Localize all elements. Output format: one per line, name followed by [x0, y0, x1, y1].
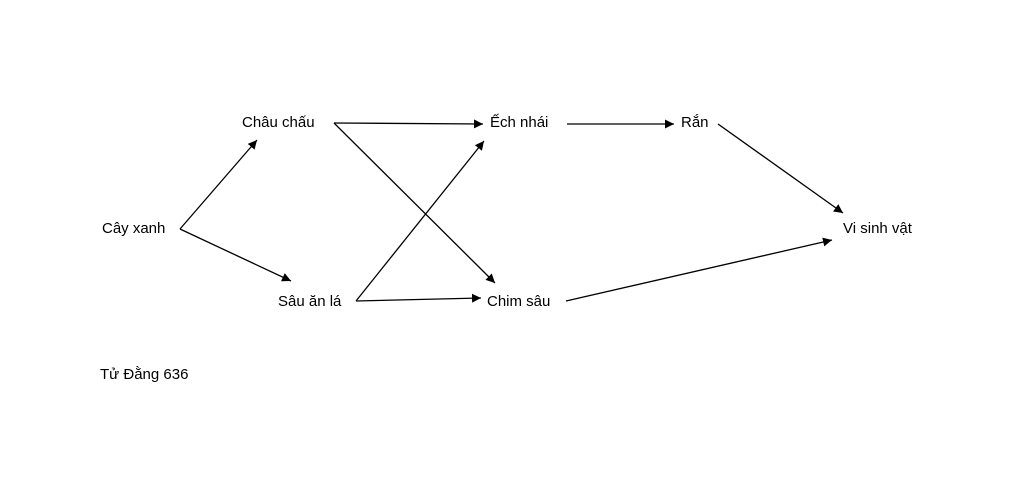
node-chau-chau: Châu chấu	[242, 114, 315, 131]
node-vi-sinh-vat: Vi sinh vật	[843, 220, 912, 237]
node-ech-nhai: Ếch nhái	[490, 114, 549, 131]
node-chim-sau: Chim sâu	[487, 293, 551, 310]
edge-chim-sau-to-vi-sinh-vat	[565, 237, 833, 302]
edge-sau-an-la-to-chim-sau	[355, 293, 482, 303]
edge-chau-chau-to-ech-nhai	[333, 119, 484, 129]
author-caption: Tử Đằng 636	[100, 366, 189, 383]
edge-cay-xanh-to-chau-chau	[179, 139, 258, 230]
edge-cay-xanh-to-sau-an-la	[179, 228, 292, 282]
node-cay-xanh: Cây xanh	[102, 220, 166, 237]
edge-ran-to-vi-sinh-vat	[717, 123, 844, 214]
edge-chau-chau-to-chim-sau	[333, 122, 496, 284]
node-sau-an-la: Sâu ăn lá	[278, 293, 342, 310]
node-ran: Rắn	[681, 114, 709, 131]
edge-sau-an-la-to-ech-nhai	[355, 140, 485, 302]
